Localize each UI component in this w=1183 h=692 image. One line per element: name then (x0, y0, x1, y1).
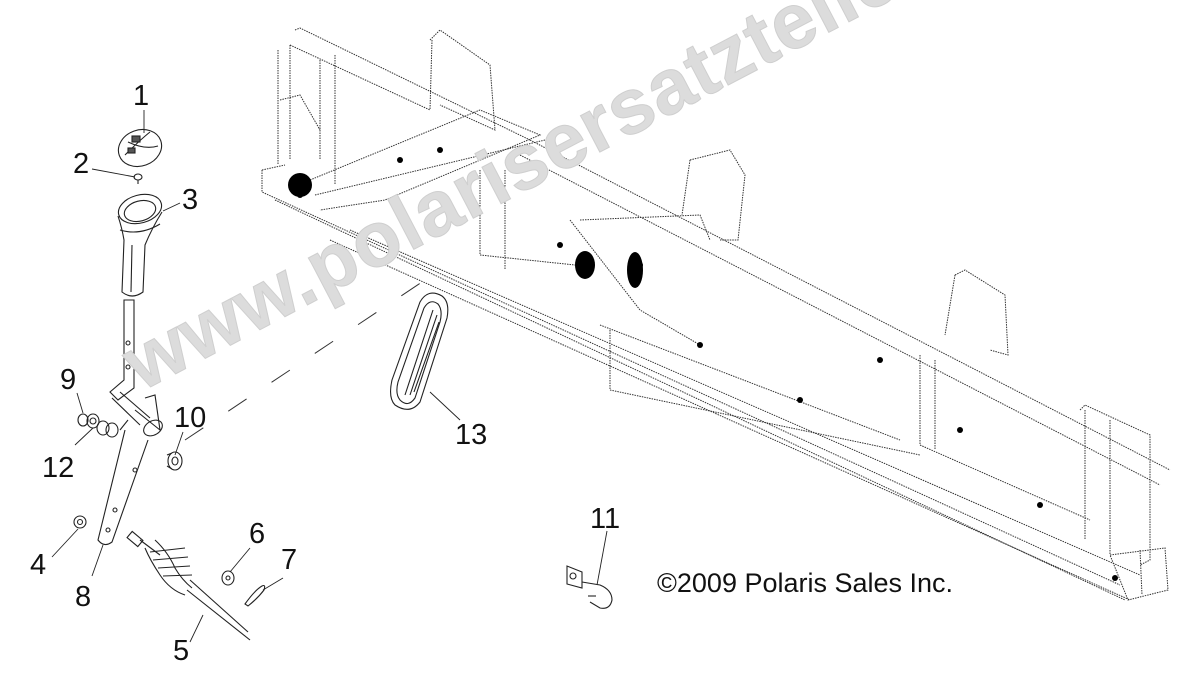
nut-icon (73, 515, 87, 529)
callout-2: 2 (73, 148, 90, 180)
leader-lines (51, 110, 608, 643)
callout-6: 6 (249, 518, 266, 550)
callout-11: 11 (590, 503, 621, 535)
bushing-icon (166, 451, 183, 471)
callout-7: 7 (281, 544, 298, 576)
frame-icon (261, 27, 1171, 601)
screw-icon (133, 173, 143, 184)
cable-clamp-icon (566, 565, 613, 609)
callout-13: 13 (455, 419, 488, 451)
callout-5: 5 (173, 635, 190, 667)
shift-cable-icon (126, 530, 251, 641)
callout-1: 1 (133, 80, 150, 112)
callout-9: 9 (60, 364, 77, 396)
small-washer-icon (221, 570, 235, 586)
callout-3: 3 (182, 184, 199, 216)
cotter-pin-icon (244, 584, 266, 607)
spacer-icon (96, 420, 119, 438)
shift-lever-icon (97, 299, 163, 546)
callout-8: 8 (75, 581, 92, 613)
shift-knob-cap-icon (117, 128, 163, 168)
shift-boot-icon (389, 292, 449, 410)
callout-12: 12 (42, 452, 75, 484)
callout-4: 4 (30, 549, 47, 581)
retaining-ring-icon (77, 413, 89, 427)
callout-10: 10 (174, 402, 207, 434)
copyright-text: ©2009 Polaris Sales Inc. (657, 568, 954, 598)
shift-knob-icon (117, 193, 163, 297)
